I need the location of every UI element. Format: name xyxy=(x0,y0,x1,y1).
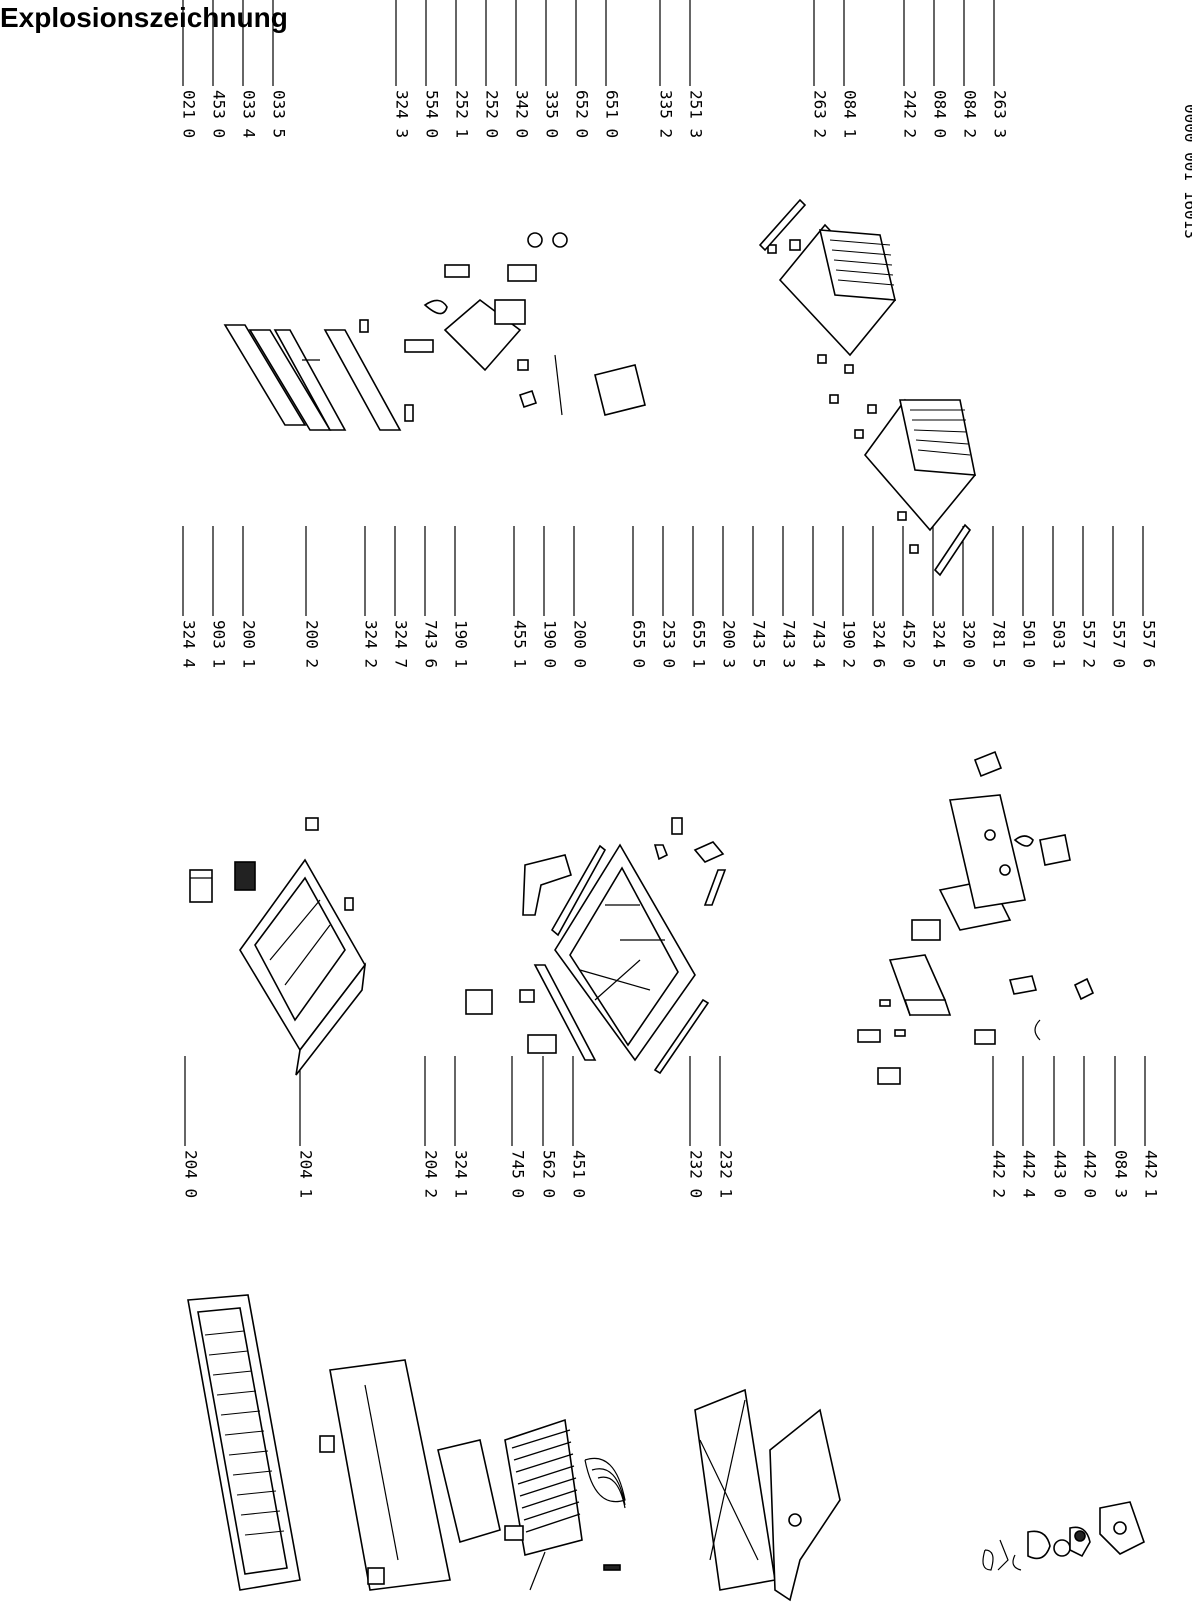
part-label: 562 0 xyxy=(540,1150,559,1198)
part-clips-655 xyxy=(653,817,727,906)
part-hinge-bracket xyxy=(234,861,256,891)
part-crisper-drawer-upper xyxy=(758,198,897,374)
part-label: 342 0 xyxy=(513,90,532,138)
part-label: 743 5 xyxy=(750,620,769,668)
part-crisper-drawer-lower xyxy=(829,394,977,577)
part-label: 263 2 xyxy=(811,90,830,138)
part-label: 335 0 xyxy=(543,90,562,138)
part-label: 743 3 xyxy=(780,620,799,668)
part-label: 252 1 xyxy=(453,90,472,138)
part-label: 903 1 xyxy=(210,620,229,668)
part-label: 501 0 xyxy=(1020,620,1039,668)
part-label: 743 6 xyxy=(422,620,441,668)
part-label: 084 2 xyxy=(961,90,980,138)
part-label: 021 0 xyxy=(180,90,199,138)
part-label: 204 1 xyxy=(297,1150,316,1198)
part-drip-tray xyxy=(694,1388,776,1591)
part-glass-plate xyxy=(319,1359,451,1591)
part-heater-coil xyxy=(584,1457,626,1509)
part-door-housing xyxy=(239,858,367,1076)
part-label: 190 1 xyxy=(452,620,471,668)
part-number-labels: 204 0 204 1 204 2 324 1 745 0 562 0 451 0 232 0… xyxy=(180,90,1161,1198)
part-label: 442 0 xyxy=(1081,1150,1100,1198)
part-rail-left xyxy=(533,964,597,1061)
part-label: 745 0 xyxy=(509,1150,528,1198)
part-label: 200 0 xyxy=(571,620,590,668)
part-label: 743 4 xyxy=(810,620,829,668)
part-freezer-frame xyxy=(554,843,696,1062)
part-label: 324 6 xyxy=(870,620,889,668)
part-label: 033 4 xyxy=(240,90,259,138)
part-label: 781 5 xyxy=(990,620,1009,668)
part-thermostat-group xyxy=(404,232,646,416)
part-label: 204 2 xyxy=(422,1150,441,1198)
leader-lines xyxy=(182,0,1146,1146)
drawing-number: 0000 001 16013 xyxy=(1181,104,1192,239)
part-label: 443 0 xyxy=(1051,1150,1070,1198)
part-front-panels xyxy=(223,319,414,431)
part-label: 190 0 xyxy=(541,620,560,668)
part-bracket-455 xyxy=(522,854,572,916)
part-label: 253 0 xyxy=(660,620,679,668)
part-label: 503 1 xyxy=(1050,620,1069,668)
part-evaporator xyxy=(504,1418,621,1591)
part-small-fittings xyxy=(982,1501,1145,1571)
part-label: 324 3 xyxy=(393,90,412,138)
part-shelf-grid xyxy=(187,1294,301,1591)
part-label: 084 1 xyxy=(841,90,860,138)
part-small-box xyxy=(189,869,213,903)
part-small-blocks xyxy=(465,989,557,1054)
part-label: 557 2 xyxy=(1080,620,1099,668)
part-label: 557 0 xyxy=(1110,620,1129,668)
part-label: 324 5 xyxy=(930,620,949,668)
part-label: 324 2 xyxy=(362,620,381,668)
part-label: 655 0 xyxy=(630,620,649,668)
page-title: Explosionszeichnung xyxy=(0,2,288,33)
part-label: 084 3 xyxy=(1112,1150,1131,1198)
part-label: 652 0 xyxy=(573,90,592,138)
part-label: 263 3 xyxy=(991,90,1010,138)
part-label: 453 0 xyxy=(210,90,229,138)
part-label: 200 1 xyxy=(240,620,259,668)
part-label: 242 2 xyxy=(901,90,920,138)
part-label: 324 4 xyxy=(180,620,199,668)
part-label: 455 1 xyxy=(511,620,530,668)
part-door-pin xyxy=(305,817,354,911)
part-label: 200 3 xyxy=(720,620,739,668)
part-label: 554 0 xyxy=(423,90,442,138)
part-label: 651 0 xyxy=(603,90,622,138)
part-label: 452 0 xyxy=(900,620,919,668)
part-label: 084 0 xyxy=(931,90,950,138)
part-label: 190 2 xyxy=(840,620,859,668)
part-cover-plate xyxy=(437,1439,501,1544)
part-label: 442 1 xyxy=(1142,1150,1161,1198)
part-label: 451 0 xyxy=(570,1150,589,1198)
part-label: 033 5 xyxy=(270,90,289,138)
part-label: 204 0 xyxy=(182,1150,201,1198)
part-label: 442 2 xyxy=(990,1150,1009,1198)
part-control-components xyxy=(857,750,1095,1085)
part-label: 232 1 xyxy=(717,1150,736,1198)
part-label: 324 1 xyxy=(452,1150,471,1198)
part-rails xyxy=(550,844,710,1075)
part-label: 200 2 xyxy=(303,620,322,668)
part-label: 252 0 xyxy=(483,90,502,138)
part-label: 324 7 xyxy=(392,620,411,668)
part-label: 335 2 xyxy=(657,90,676,138)
part-label: 557 6 xyxy=(1140,620,1159,668)
part-label: 655 1 xyxy=(690,620,709,668)
part-label: 232 0 xyxy=(687,1150,706,1198)
part-label: 320 0 xyxy=(960,620,979,668)
part-insulation-plate xyxy=(769,1408,841,1602)
part-label: 251 3 xyxy=(687,90,706,138)
part-label: 442 4 xyxy=(1020,1150,1039,1198)
